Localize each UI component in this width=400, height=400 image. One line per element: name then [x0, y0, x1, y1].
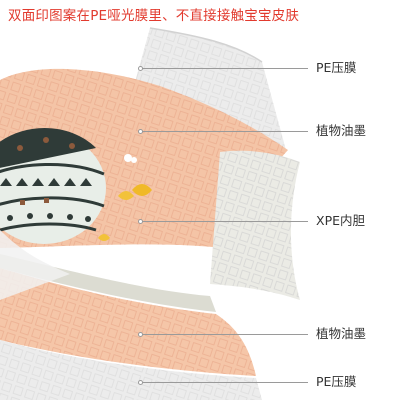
callout-line: [140, 334, 308, 335]
callout-line: [140, 382, 308, 383]
callout-dot: [138, 129, 143, 134]
headline: 双面印图案在PE哑光膜里、不直接接触宝宝皮肤: [8, 8, 300, 24]
chick-print-shapes: [98, 154, 152, 241]
callout-label: PE压膜: [316, 60, 357, 75]
left-film-edge: [0, 230, 70, 300]
callout-dot: [138, 219, 143, 224]
callout-line: [140, 131, 308, 132]
top-pe-film-layer: [130, 27, 286, 150]
bottom-pe-film-layer: [0, 340, 262, 400]
callout-label: XPE内胆: [316, 213, 365, 228]
callout-line: [140, 221, 308, 222]
callout-dot: [138, 332, 143, 337]
upper-printed-layer: [0, 68, 288, 250]
callout-label: 植物油墨: [316, 123, 367, 138]
egg-print-pattern: [0, 128, 106, 244]
callout-dot: [138, 66, 143, 71]
callout-line: [140, 68, 308, 69]
lower-printed-layer: [0, 268, 256, 376]
callout-lower-ink: 植物油墨: [138, 324, 400, 344]
callout-label: 植物油墨: [316, 326, 367, 341]
callout-upper-ink: 植物油墨: [138, 121, 400, 141]
callout-dot: [138, 380, 143, 385]
callout-top-pe-film: PE压膜: [138, 58, 400, 78]
callout-xpe-core: XPE内胆: [138, 211, 400, 231]
callout-label: PE压膜: [316, 374, 357, 389]
callout-bottom-pe-film: PE压膜: [138, 372, 400, 392]
